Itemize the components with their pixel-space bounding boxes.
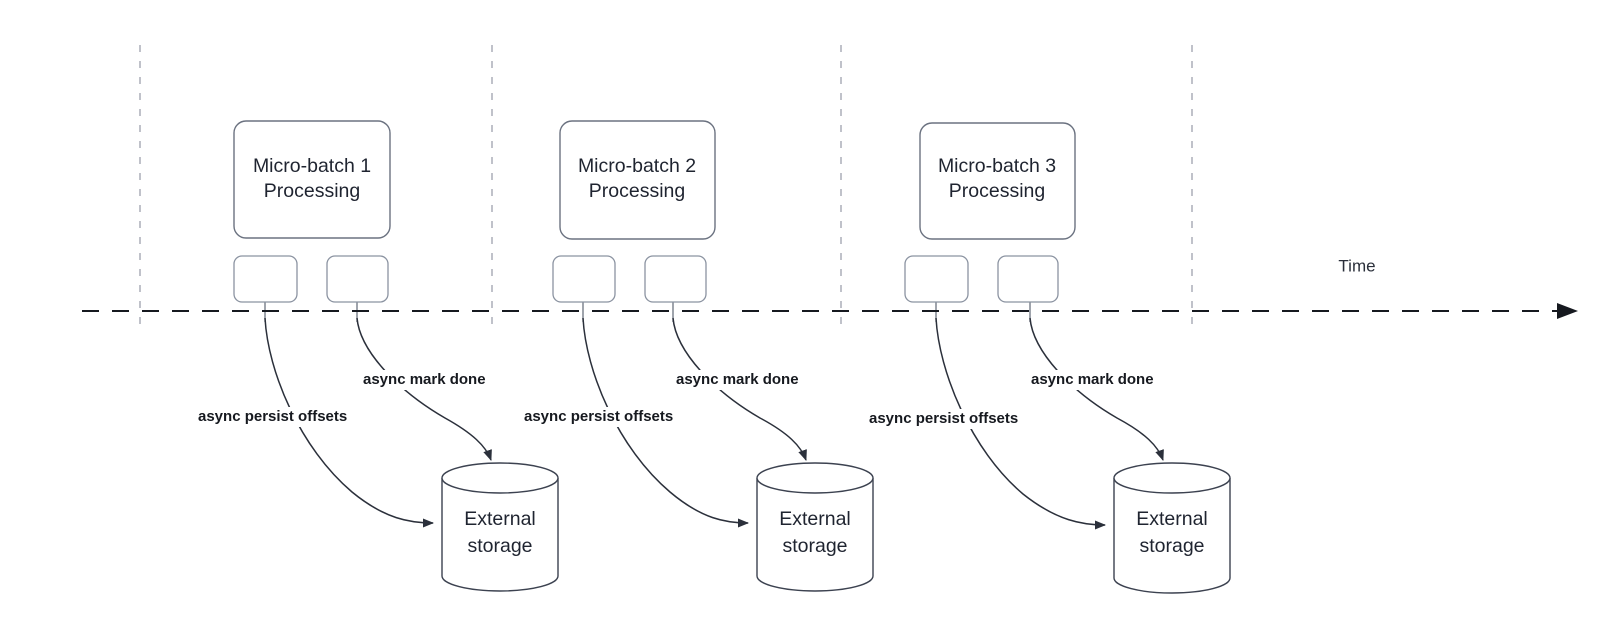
edge-persist-offsets-label-2: async persist offsets bbox=[524, 408, 673, 425]
external-storage-2-top bbox=[756, 462, 874, 494]
edge-persist-offsets-curve bbox=[264, 317, 434, 528]
external-storage-2-label-line2: storage bbox=[782, 535, 847, 557]
edge-mark-done-curve bbox=[356, 317, 492, 461]
edge-persist-offsets-label-3: async persist offsets bbox=[869, 410, 1018, 427]
micro-batch-3-label-line2: Processing bbox=[949, 180, 1045, 202]
external-storage-1-top bbox=[441, 462, 559, 494]
edge-mark-done-label-3: async mark done bbox=[1031, 371, 1154, 388]
micro-batch-2-box[interactable] bbox=[559, 120, 716, 240]
edge-persist-offsets-curve bbox=[582, 317, 749, 528]
edge-mark-done-label-1: async mark done bbox=[363, 371, 486, 388]
timeline-axis-group: Time bbox=[82, 256, 1578, 319]
external-storage-3-top bbox=[1113, 462, 1231, 494]
micro-batch-1-label-line2: Processing bbox=[264, 180, 360, 202]
task-box-left-1[interactable] bbox=[233, 255, 298, 303]
edge-mark-done-curve bbox=[672, 317, 807, 461]
micro-batch-group-2: Micro-batch 2 Processing External storag… bbox=[521, 120, 874, 592]
time-axis-label: Time bbox=[1338, 256, 1375, 275]
timeline-arrow-right-icon bbox=[1557, 303, 1578, 319]
external-storage-3-body[interactable] bbox=[1113, 478, 1231, 594]
edge-persist-offsets-curve bbox=[935, 317, 1106, 530]
edge-persist-offsets-label-bg-2 bbox=[521, 407, 699, 427]
edge-persist-offsets-label-bg-3 bbox=[866, 409, 1044, 429]
edge-persist-offsets-label-1: async persist offsets bbox=[198, 408, 347, 425]
external-storage-1-label-line2: storage bbox=[467, 535, 532, 557]
micro-batch-1-label-line1: Micro-batch 1 bbox=[253, 155, 371, 177]
edge-mark-done-curve bbox=[1029, 317, 1164, 461]
micro-batch-group-3: Micro-batch 3 Processing External storag… bbox=[866, 122, 1231, 594]
task-box-right-1[interactable] bbox=[326, 255, 389, 303]
micro-batch-2-label-line1: Micro-batch 2 bbox=[578, 155, 696, 177]
task-box-left-3[interactable] bbox=[904, 255, 969, 303]
external-storage-1-body[interactable] bbox=[441, 478, 559, 592]
external-storage-2-body[interactable] bbox=[756, 478, 874, 592]
micro-batch-3-label-line1: Micro-batch 3 bbox=[938, 155, 1056, 177]
edge-persist-offsets-label-bg-1 bbox=[195, 407, 373, 427]
task-box-left-2[interactable] bbox=[552, 255, 616, 303]
edge-mark-done-label-bg-2 bbox=[673, 370, 815, 390]
external-storage-2-label-line1: External bbox=[779, 508, 851, 530]
external-storage-3-label-line2: storage bbox=[1139, 535, 1204, 557]
micro-batch-group-1: Micro-batch 1 Processing External storag… bbox=[195, 120, 559, 592]
task-box-right-2[interactable] bbox=[644, 255, 707, 303]
edge-mark-done-label-2: async mark done bbox=[676, 371, 799, 388]
micro-batch-2-label-line2: Processing bbox=[589, 180, 685, 202]
edge-mark-done-label-bg-3 bbox=[1028, 370, 1170, 390]
micro-batch-3-box[interactable] bbox=[919, 122, 1076, 240]
micro-batch-1-box[interactable] bbox=[233, 120, 391, 239]
task-box-right-3[interactable] bbox=[997, 255, 1059, 303]
external-storage-1-label-line1: External bbox=[464, 508, 536, 530]
edge-mark-done-label-bg-1 bbox=[360, 370, 502, 390]
external-storage-3-label-line1: External bbox=[1136, 508, 1208, 530]
